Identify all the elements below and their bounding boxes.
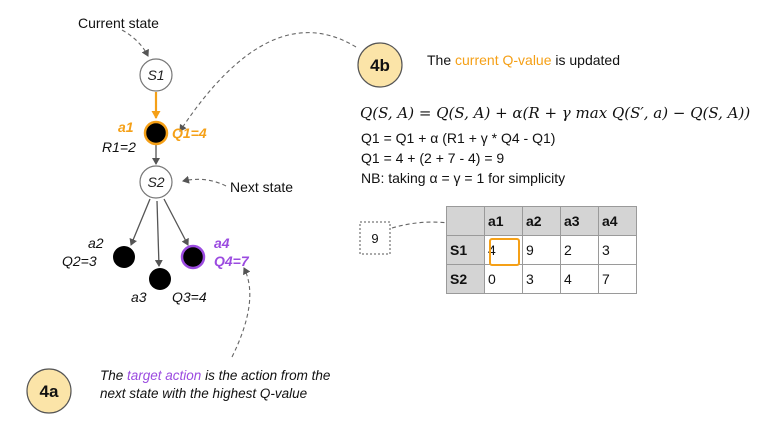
step-badge-4a-label: 4a [40,382,59,401]
state-node-s2 [139,165,173,199]
q-table-row-label: S1 [446,235,485,265]
q3-label: Q3=4 [172,289,207,305]
a2-label: a2 [88,235,104,251]
q-table-cell: 0 [484,264,523,294]
update-note-prefix: The [427,52,456,68]
q2-label: Q2=3 [62,253,97,269]
current-state-label: Current state [78,15,159,31]
edge-s2-a4 [163,198,189,246]
update-note-suffix: is updated [551,52,620,68]
action-node-a3 [149,268,171,290]
a3-label: a3 [131,289,147,305]
q4-label: Q4=7 [214,253,250,269]
q-table-cell: 4 [560,264,599,294]
q-table-col-a1: a1 [484,206,523,236]
update-note: The current Q-value is updated [427,52,620,68]
q-table-col-a4: a4 [598,206,637,236]
update-note-highlight: current Q-value [455,52,552,68]
target-note-prefix: The [100,368,128,383]
q-table-row-s2: S2 0 3 4 7 [446,264,637,294]
new-value-text: 9 [371,231,378,246]
q-table-cell: 2 [560,235,599,265]
next-state-pointer [182,175,227,187]
q-learning-formula: Q(S, A) = Q(S, A) + α(R + γ max Q(S′, a)… [360,104,751,122]
q-table-row-label: S2 [446,264,485,294]
next-state-label: Next state [230,179,293,195]
q-table-cell: 3 [598,235,637,265]
state-label-s1: S1 [147,67,164,83]
step-badge-4a [26,368,72,414]
current-state-pointer [121,29,149,57]
r1-label: R1=2 [102,139,136,155]
q-table-col-a3: a3 [560,206,599,236]
step-badge-4b-label: 4b [370,56,390,75]
equation-line-2: Q1 = 4 + (2 + 7 - 4) = 9 [361,150,505,166]
q-table-corner [446,206,485,236]
action-node-a2 [113,246,135,268]
q-table: a1 a2 a3 a4 S1 4 9 2 3 S2 0 3 4 7 [446,206,637,294]
q-table-cell: 7 [598,264,637,294]
target-note-highlight: target action [127,368,202,383]
state-label-s2: S2 [147,174,164,190]
target-action-pointer [231,267,251,358]
target-note-suffix: is the action from the next state with t… [100,368,331,401]
a4-label: a4 [214,235,230,251]
new-value-box [359,221,391,255]
q-table-col-a2: a2 [522,206,561,236]
action-node-a1 [143,120,169,146]
edge-s2-a3 [154,200,163,267]
update-pointer [179,32,357,132]
q-table-highlight [489,238,520,266]
q-table-header-row: a1 a2 a3 a4 [446,206,637,236]
a1-label: a1 [118,119,134,135]
edge-s2-a2 [129,198,151,246]
action-node-a4 [180,244,206,270]
q-table-cell: 9 [522,235,561,265]
q-table-cell: 3 [522,264,561,294]
equation-line-1: Q1 = Q1 + α (R1 + γ * Q4 - Q1) [361,130,556,146]
q-table-row-s1: S1 4 9 2 3 [446,235,637,265]
step-badge-4b [357,42,403,88]
target-action-note: The target action is the action from the… [100,367,340,403]
equation-line-3: NB: taking α = γ = 1 for simplicity [361,170,566,186]
state-node-s1 [139,58,173,92]
q1-label: Q1=4 [172,125,207,141]
